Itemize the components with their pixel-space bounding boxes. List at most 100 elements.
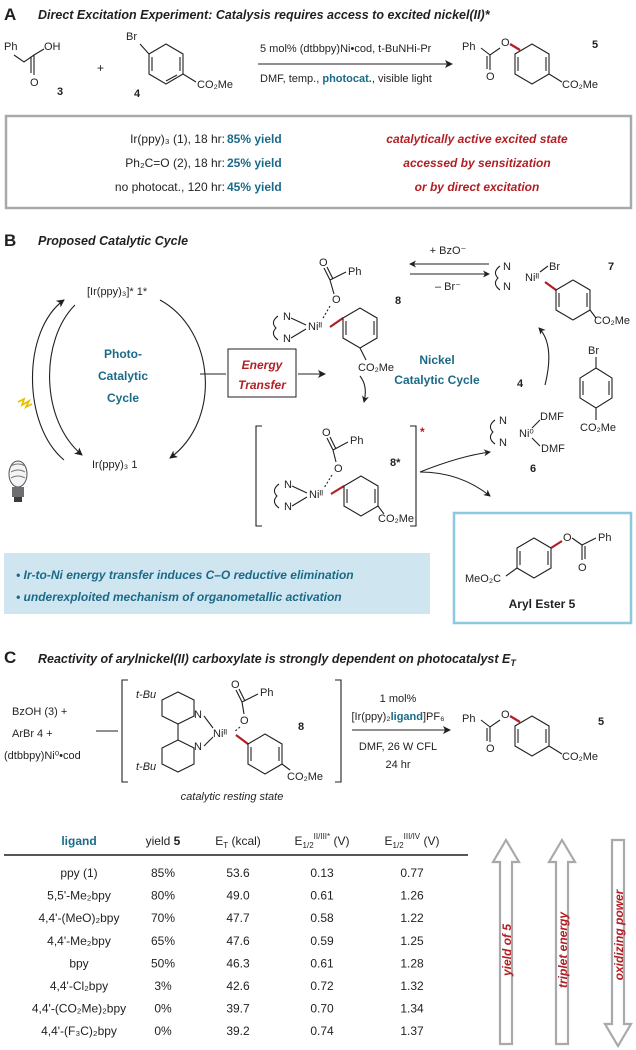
result-condition: Ph₂C=O (2), 18 hr: (125, 156, 225, 170)
atom-n: N (283, 333, 291, 345)
table-cell: 50% (151, 956, 175, 970)
photo-cycle-label: Photo- (104, 347, 142, 361)
aryl-bromide-structure: Br CO₂Me 4 (126, 31, 233, 100)
panel-c-title: Reactivity of arylnickel(II) carboxylate… (38, 652, 517, 668)
nickel-ii-label: Niᴵᴵ (213, 728, 227, 740)
table-cell: 0.58 (310, 911, 334, 925)
atom-co2me: CO₂Me (287, 771, 323, 783)
table-cell: 5,5'-Me₂bpy (47, 889, 111, 903)
table-cell: 1.22 (400, 911, 424, 925)
table-cell: 0.77 (400, 866, 424, 880)
atom-br: Br (549, 261, 560, 273)
table-cell: 1.25 (400, 934, 424, 948)
panel-b-title: Proposed Catalytic Cycle (38, 234, 188, 248)
reagent-line: BzOH (3) + (12, 706, 67, 718)
summary-bullet: • Ir-to-Ni energy transfer induces C–O r… (16, 568, 354, 582)
table-cell: 80% (151, 889, 175, 903)
ir-excited-label: [Ir(ppy)₃]* 1* (87, 286, 148, 298)
atom-co2me: CO₂Me (562, 79, 598, 91)
table-cell: 1.32 (400, 979, 424, 993)
nickel-cycle-label: Nickel (419, 353, 454, 367)
atom-br: Br (126, 31, 137, 43)
table-cell: 47.7 (226, 911, 250, 925)
cycle-arrow-left-inner (49, 304, 83, 456)
reagent-line: ArBr 4 + (12, 728, 53, 740)
table-cell: 46.3 (226, 956, 250, 970)
product-box-title: Aryl Ester 5 (509, 597, 576, 611)
trend-arrow-oxidizing (603, 838, 633, 1049)
bzo-label: + BzO⁻ (430, 245, 467, 257)
header-et: ET (kcal) (215, 834, 261, 850)
atom-ph: Ph (462, 713, 475, 725)
panel-a-title: Direct Excitation Experiment: Catalysis … (38, 8, 491, 22)
table-cell: 0.13 (310, 866, 334, 880)
table-cell: 39.7 (226, 1002, 250, 1016)
panel-b: B Proposed Catalytic Cycle [Ir(ppy)₃]* 1… (4, 231, 633, 625)
atom-n: N (499, 415, 507, 427)
photo-cycle-label: Cycle (107, 391, 139, 405)
trend-arrow-triplet (547, 837, 577, 1046)
results-box (4, 114, 633, 210)
atom-oh: OH (44, 41, 61, 53)
aryl-ester-product-a: Ph O O CO₂Me 5 (462, 37, 598, 91)
atom-o: O (240, 715, 249, 727)
nickel-ii-label: Niᴵᴵ (308, 321, 322, 333)
table-cell: 65% (151, 934, 175, 948)
conclusion-line: catalytically active excited state (386, 132, 568, 146)
nickel-0-label: Ni⁰ (519, 428, 534, 440)
condition-line: DMF, 26 W CFL (359, 741, 437, 753)
table-cell: bpy (69, 956, 88, 970)
results-list: Ir(ppy)₃ (1), 18 hr: 85% yield Ph₂C=O (2… (115, 132, 282, 194)
panel-b-letter: B (4, 231, 16, 250)
atom-o: O (563, 532, 572, 544)
result-condition: Ir(ppy)₃ (1), 18 hr: (130, 132, 225, 146)
dmf-ligand: DMF (541, 443, 565, 455)
table-cell: ppy (1) (60, 866, 97, 880)
energy-transfer-label: Energy (242, 358, 284, 372)
table-cell: 39.2 (226, 1024, 250, 1038)
compound-5-label: 5 (592, 39, 598, 51)
table-cell: 0.74 (310, 1024, 334, 1038)
resting-state-label: catalytic resting state (181, 791, 284, 803)
atom-ph: Ph (598, 532, 611, 544)
atom-co2me: CO₂Me (197, 79, 233, 91)
table-cell: 0% (154, 1024, 172, 1038)
panel-c: C Reactivity of arylnickel(II) carboxyla… (4, 648, 633, 1049)
cycle-arrow-left-outer (32, 299, 65, 461)
atom-n: N (194, 709, 202, 721)
table-cell: 53.6 (226, 866, 250, 880)
ir-ground-label: Ir(ppy)₃ 1 (92, 459, 137, 471)
complex-8-structure: O Ph O Niᴵᴵ N N CO₂Me 8 (272, 257, 401, 374)
product-box (452, 511, 633, 625)
condition-line: [Ir(ppy)₂ligand]PF₆ (351, 711, 444, 723)
trend-label: triplet energy (556, 911, 570, 988)
trend-label: oxidizing power (612, 888, 626, 980)
table-cell: 42.6 (226, 979, 250, 993)
atom-n: N (503, 261, 511, 273)
tbu-label: t-Bu (136, 689, 156, 701)
atom-co2me: CO₂Me (378, 513, 414, 525)
table-cell: 4,4'-Me₂bpy (47, 934, 111, 948)
compound-3-label: 3 (57, 86, 63, 98)
conclusion-line: or by direct excitation (415, 180, 540, 194)
trend-arrows: yield of 5 triplet energy oxidizing powe… (491, 837, 633, 1049)
nickel-cycle-label: Catalytic Cycle (394, 373, 480, 387)
header-ligand: ligand (61, 834, 96, 848)
table-cell: 1.37 (400, 1024, 424, 1038)
atom-n: N (503, 281, 511, 293)
result-yield: 25% yield (227, 156, 282, 170)
photo-cycle-label: Catalytic (98, 369, 148, 383)
header-yield: yield 5 (146, 834, 181, 848)
resting-state-complex: 8 t-Bu t-Bu N N Niᴵᴵ O Ph O CO₂Me (121, 679, 342, 783)
atom-ph: Ph (462, 41, 475, 53)
atom-meo2c: MeO₂C (465, 573, 501, 585)
plus-sign: + (97, 61, 104, 75)
atom-n: N (284, 501, 292, 513)
atom-n: N (194, 741, 202, 753)
table-cell: 0% (154, 1002, 172, 1016)
